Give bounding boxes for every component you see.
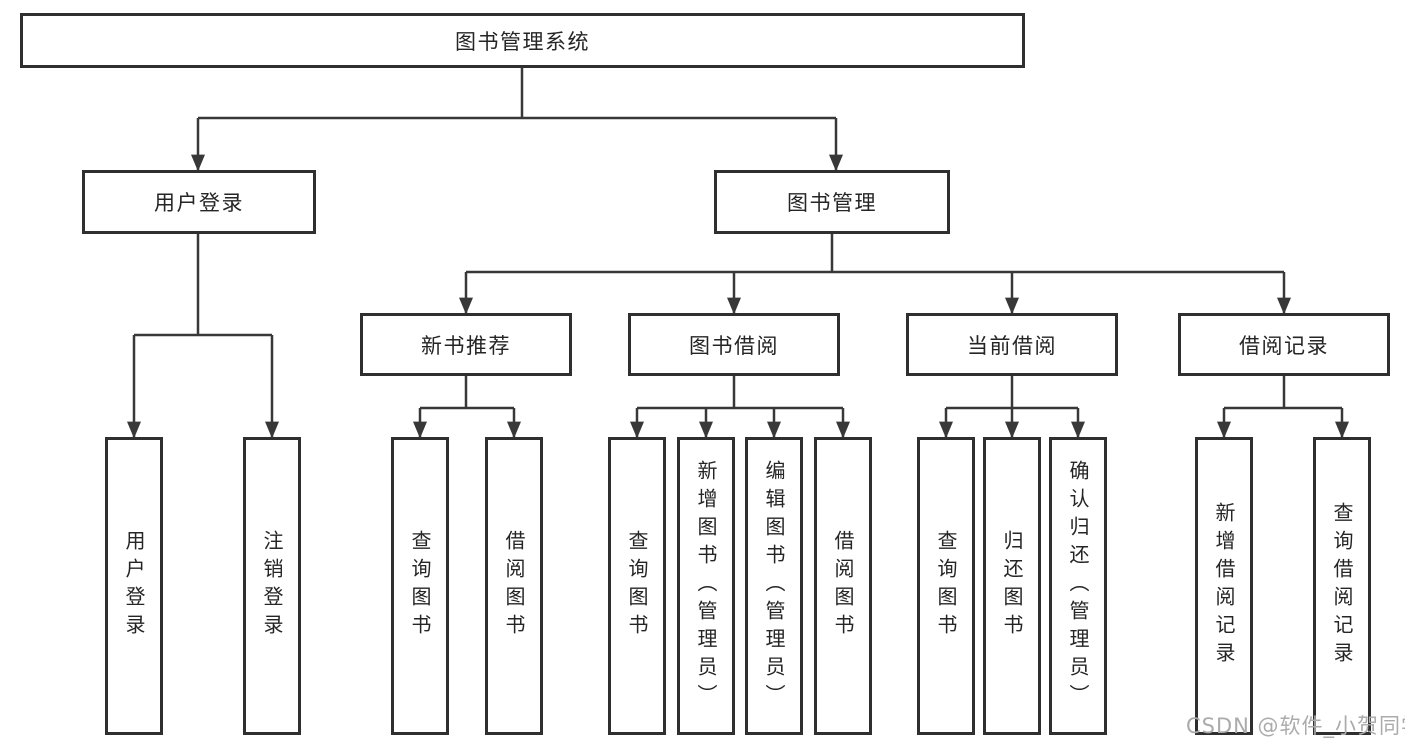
node-new-book-recommend: 新书推荐: [360, 313, 572, 376]
leaf-query-books-borrow: 查询图书: [608, 437, 666, 735]
leaf-add-books-admin: 新增图书（管理员）: [677, 437, 735, 735]
leaf-borrow-books-label: 借阅图书: [831, 530, 855, 642]
leaf-add-borrow-record: 新增借阅记录: [1195, 437, 1253, 735]
node-book-borrowing-label: 图书借阅: [689, 333, 779, 358]
leaf-edit-books-admin: 编辑图书（管理员）: [745, 437, 803, 735]
connector-userlogin-stem: [134, 234, 272, 337]
leaf-query-borrow-record-label: 查询借阅记录: [1330, 502, 1354, 670]
leaf-add-books-admin-label: 新增图书（管理员）: [694, 460, 718, 712]
leaf-return-books-label: 归还图书: [1000, 530, 1024, 642]
leaf-user-login: 用户登录: [105, 437, 163, 735]
leaf-query-books-current: 查询图书: [917, 437, 975, 735]
node-new-book-recommend-label: 新书推荐: [421, 333, 511, 358]
node-current-borrowing-label: 当前借阅: [967, 333, 1057, 358]
leaf-return-books: 归还图书: [983, 437, 1041, 735]
leaf-confirm-return-admin-label: 确认归还（管理员）: [1066, 460, 1090, 712]
leaf-edit-books-admin-label: 编辑图书（管理员）: [762, 460, 786, 712]
csdn-watermark: CSDN @软件_小贺同学: [1186, 714, 1405, 738]
node-borrowing-records: 借阅记录: [1178, 313, 1390, 376]
leaf-confirm-return-admin: 确认归还（管理员）: [1049, 437, 1107, 735]
leaf-borrow-books: 借阅图书: [814, 437, 872, 735]
connector-newbook-stem: [420, 376, 514, 410]
connector-borrow-stem: [637, 376, 843, 410]
leaf-query-books-recommend-label: 查询图书: [408, 530, 432, 642]
node-user-login: 用户登录: [82, 170, 316, 234]
leaf-borrow-books-recommend: 借阅图书: [485, 437, 543, 735]
node-current-borrowing: 当前借阅: [906, 313, 1118, 376]
leaf-query-books-borrow-label: 查询图书: [625, 530, 649, 642]
leaf-logout-label: 注销登录: [260, 530, 284, 642]
connector-root-stem: [198, 68, 836, 120]
node-book-management-label: 图书管理: [787, 191, 877, 215]
node-root-label: 图书管理系统: [455, 29, 590, 54]
leaf-query-books-recommend: 查询图书: [391, 437, 449, 735]
leaf-query-borrow-record: 查询借阅记录: [1313, 437, 1371, 735]
node-user-login-label: 用户登录: [154, 191, 244, 215]
leaf-add-borrow-record-label: 新增借阅记录: [1212, 502, 1236, 670]
node-book-management: 图书管理: [714, 170, 950, 234]
connector-current-stem: [946, 376, 1078, 410]
node-root-system: 图书管理系统: [20, 13, 1025, 68]
connector-bookmgmt-stem: [466, 234, 1284, 274]
connector-records-stem: [1224, 376, 1342, 410]
node-book-borrowing: 图书借阅: [628, 313, 840, 376]
leaf-borrow-books-recommend-label: 借阅图书: [502, 530, 526, 642]
leaf-logout: 注销登录: [243, 437, 301, 735]
leaf-user-login-label: 用户登录: [122, 530, 146, 642]
node-borrowing-records-label: 借阅记录: [1239, 333, 1329, 358]
leaf-query-books-current-label: 查询图书: [934, 530, 958, 642]
